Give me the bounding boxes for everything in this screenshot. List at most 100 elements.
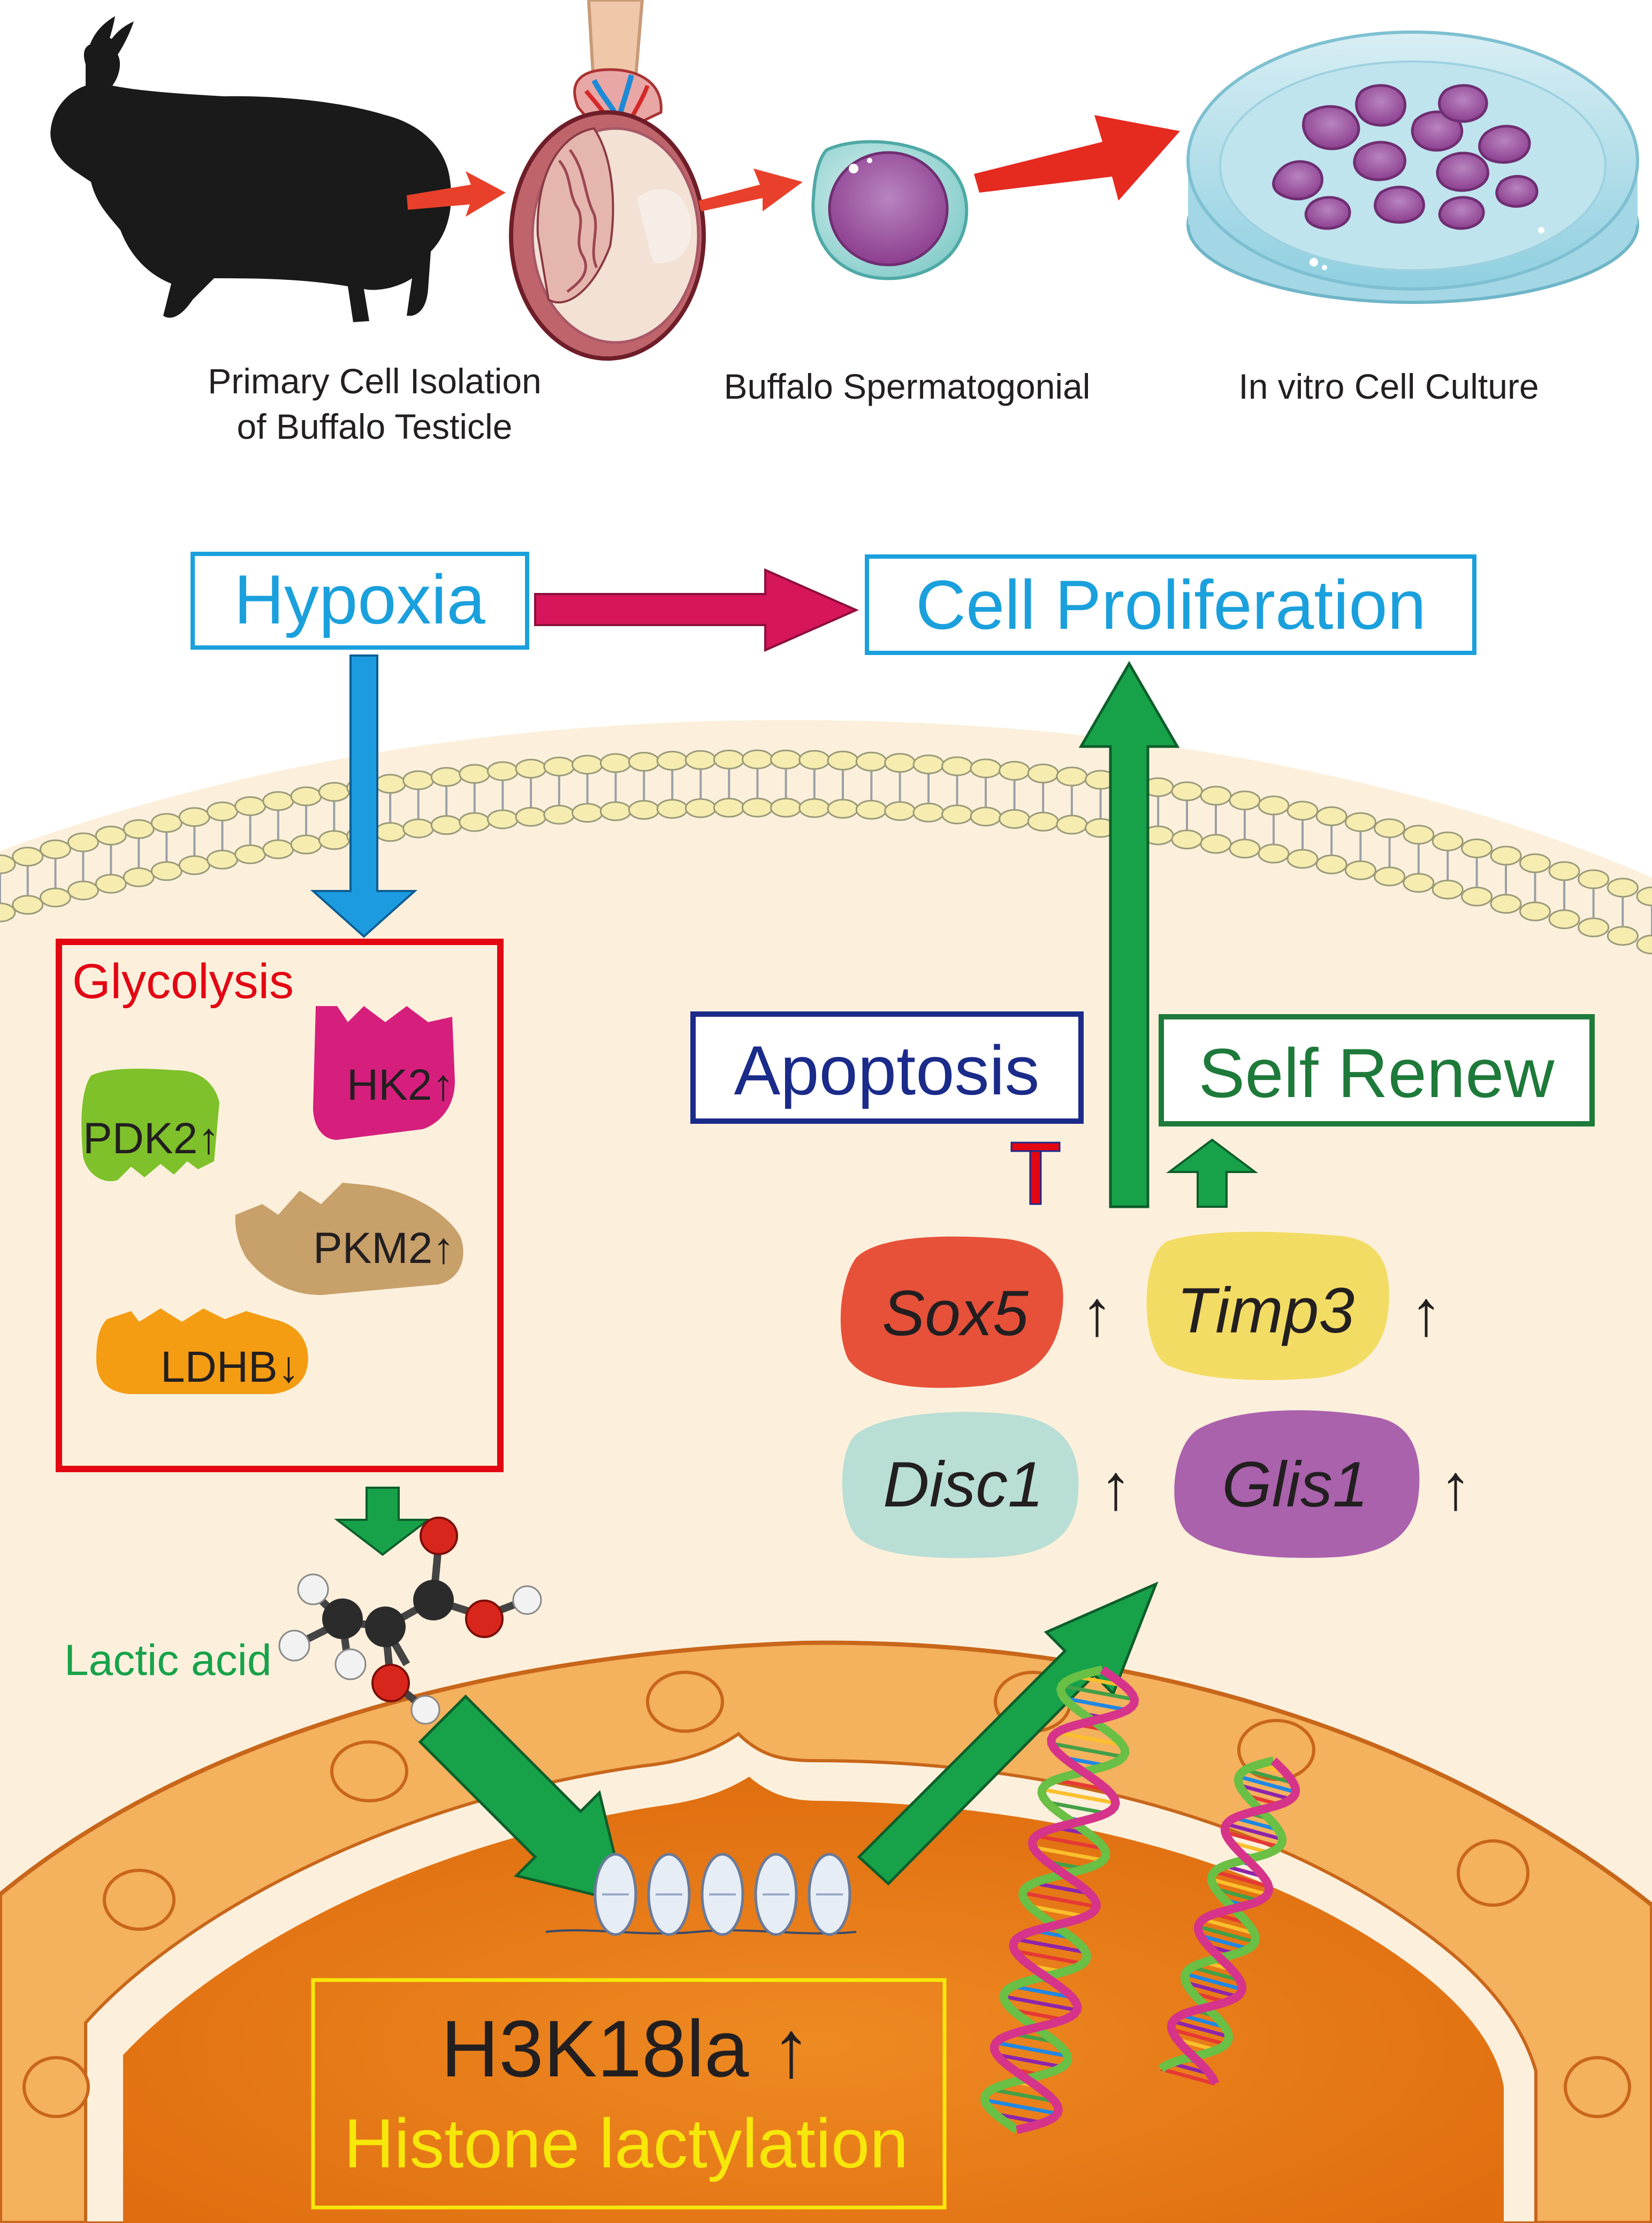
lipid-head <box>1607 878 1639 898</box>
apoptosis-inhibition-bar <box>1010 1141 1061 1205</box>
dna-base-pair <box>1245 1768 1294 1785</box>
gene-glis1: Glis1 ↑ <box>1174 1410 1472 1558</box>
lipid-head <box>486 761 519 781</box>
lipid-head <box>1315 806 1348 826</box>
lipid-head <box>1286 801 1319 821</box>
caption-spermatogonial: Buffalo Spermatogonial <box>724 367 1091 406</box>
dna-base-pair <box>1200 1933 1249 1951</box>
histone-to-genes-arrow <box>857 1581 1159 1886</box>
lipid-head <box>515 806 547 827</box>
lipid-head <box>1432 831 1464 851</box>
lipid-head <box>713 797 745 818</box>
lipid-head <box>290 834 322 855</box>
lipid-head <box>1636 934 1652 955</box>
apoptosis-label: Apoptosis <box>734 1031 1040 1109</box>
gene-sox5: Sox5 ↑ <box>840 1236 1113 1388</box>
workflow-arrow-2 <box>698 169 803 211</box>
dna-base-pair <box>995 2041 1068 2058</box>
dna-base-pair <box>1191 1965 1240 1982</box>
workflow-panel: Primary Cell Isolation of Buffalo Testic… <box>50 0 1639 446</box>
dna-base-pair <box>1056 1731 1123 1747</box>
lipid-head <box>459 812 491 832</box>
lipid-head <box>0 854 16 874</box>
lipid-head <box>1490 846 1522 866</box>
ldhb-label: LDHB↓ <box>161 1343 300 1391</box>
lactate-to-histone-arrow <box>418 1694 628 1905</box>
lactic-acid-molecule-icon <box>278 1517 542 1725</box>
workflow-arrow-1 <box>407 171 506 217</box>
lipid-head <box>741 797 773 818</box>
self-renew-box: Self Renew <box>1159 1014 1595 1126</box>
lipid-head <box>656 799 688 819</box>
lipid-head <box>1578 917 1610 938</box>
pdk2-enzyme <box>81 1069 219 1182</box>
lipid-head <box>262 791 294 811</box>
glycolysis-to-lactate-arrow <box>334 1487 431 1556</box>
hypoxia-to-proliferation-arrow <box>534 568 859 652</box>
lipid-head <box>741 749 773 770</box>
dna-base-pair <box>1022 1891 1097 1909</box>
lipid-head <box>1519 901 1551 922</box>
timp3-up-arrow: ↑ <box>1410 1277 1442 1349</box>
lipid-head <box>1461 886 1493 907</box>
lipid-head <box>206 801 238 821</box>
lipid-head <box>459 764 491 784</box>
dna-base-pair <box>1211 1877 1268 1897</box>
pkm2-label: PKM2↑ <box>313 1224 454 1273</box>
lipid-head <box>262 839 294 859</box>
dna-base-pair <box>996 2053 1063 2069</box>
spermatogonial-cell-icon <box>811 140 969 280</box>
dna-base-pair <box>1160 2067 1216 2086</box>
dna-base-pair <box>984 2098 1058 2116</box>
lipid-head <box>290 786 322 806</box>
lipid-head <box>855 800 887 820</box>
lipid-head <box>374 774 406 794</box>
lipid-head <box>402 818 435 839</box>
lipid-head <box>318 782 350 802</box>
lipid-head <box>572 803 604 823</box>
testicle-icon <box>509 0 706 361</box>
dna-base-pair <box>1036 1834 1105 1851</box>
dna-base-pair <box>1046 1800 1107 1815</box>
lipid-head <box>402 770 435 790</box>
lipid-head <box>515 758 547 779</box>
dna-base-pair <box>1064 1696 1128 1712</box>
dna-base-pair <box>1011 2008 1065 2022</box>
lipid-head <box>827 750 859 771</box>
lipid-head <box>884 753 916 773</box>
lipid-head <box>1344 860 1376 880</box>
lipid-head <box>1636 886 1652 907</box>
lipid-head <box>572 755 604 775</box>
glycolysis-label: Glycolysis <box>72 954 294 1009</box>
dna-base-pair <box>1198 1924 1255 1944</box>
lipid-head <box>1056 814 1088 835</box>
lipid-head <box>599 753 631 773</box>
dna-base-pair <box>1015 1937 1087 1954</box>
lactic-acid-label: Lactic acid <box>64 1636 271 1685</box>
dna-base-pair <box>1041 1787 1116 1805</box>
disc1-up-arrow: ↑ <box>1100 1451 1132 1523</box>
caption-isolation-line2: of Buffalo Testicle <box>237 407 513 446</box>
dna-base-pair <box>1215 1887 1260 1903</box>
lipid-head <box>1374 818 1406 839</box>
dna-base-pair <box>1171 2028 1227 2046</box>
lipid-head <box>1519 853 1551 873</box>
timp3-label: Timp3 <box>1177 1275 1354 1346</box>
gene-disc1: Disc1 ↑ <box>842 1412 1132 1558</box>
lipid-head <box>150 813 182 833</box>
lipid-head <box>318 830 350 850</box>
lipid-head <box>970 806 1002 827</box>
lipid-head <box>1403 873 1435 893</box>
lipid-head <box>40 887 72 908</box>
dna-base-pair <box>1054 1778 1108 1792</box>
lipid-head <box>486 809 519 829</box>
lipid-head <box>941 756 973 776</box>
lipid-head <box>0 902 16 923</box>
lipid-head <box>798 798 831 818</box>
glycolysis-box: Glycolysis HK2↑ PDK2↑ PKM2↑ LDHB↓ <box>56 939 504 1472</box>
lipid-head <box>430 815 462 835</box>
dna-helix-icon <box>980 1665 1300 2134</box>
lipid-head <box>770 797 802 818</box>
lipid-head <box>855 751 887 772</box>
